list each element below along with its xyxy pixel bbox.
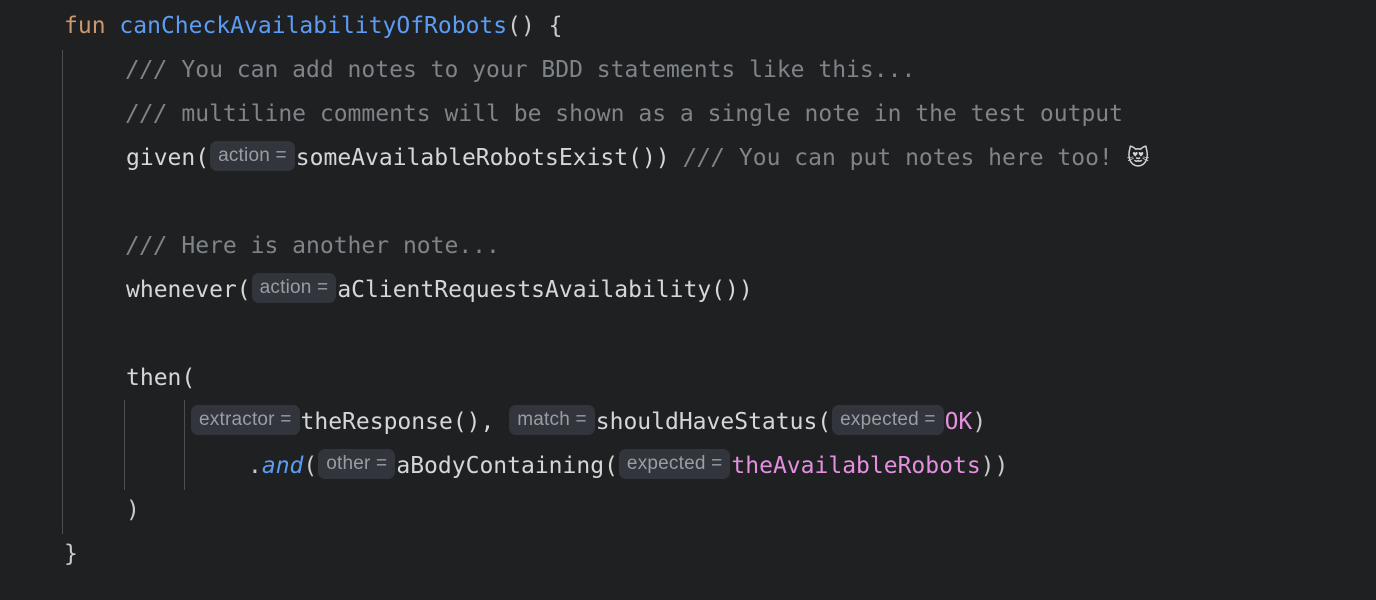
comment-text: Here is another note...: [167, 233, 500, 259]
code-line-6: /// Here is another note...: [0, 224, 1376, 268]
param-hint-action: action =: [251, 273, 337, 303]
code-line-8-blank: [0, 312, 1376, 356]
param-hint-match: match =: [509, 405, 595, 435]
function-name: canCheckAvailabilityOfRobots: [119, 13, 508, 39]
whenever-argument: aClientRequestsAvailability()): [337, 277, 753, 303]
comment-marker: ///: [683, 145, 726, 171]
indent-guide-level-1: [62, 50, 63, 534]
space: [670, 145, 684, 171]
closing-paren: ): [972, 409, 987, 435]
cat-heart-eyes-emoji: 😻: [1126, 146, 1150, 171]
indent-guide-level-3: [184, 400, 185, 490]
function-signature-tail: () {: [507, 13, 563, 39]
code-line-5-blank: [0, 180, 1376, 224]
param-hint-expected: expected =: [832, 405, 944, 435]
dot-operator: .: [248, 453, 262, 479]
code-line-1: fun canCheckAvailabilityOfRobots() {: [0, 4, 1376, 48]
indent-guide-level-2: [124, 400, 125, 490]
code-line-3: /// multiline comments will be shown as …: [0, 92, 1376, 136]
closing-parens: )): [980, 453, 1009, 479]
other-argument: aBodyContaining(: [396, 453, 618, 479]
code-line-12: ): [0, 488, 1376, 532]
given-argument: someAvailableRobotsExist()): [295, 145, 670, 171]
enum-value-ok: OK: [944, 409, 973, 435]
space: [494, 409, 508, 435]
keyword-fun: fun: [64, 13, 106, 39]
param-hint-action: action =: [210, 141, 295, 171]
code-line-10: extractor =theResponse(), match =shouldH…: [0, 400, 1376, 444]
comment-marker: ///: [126, 57, 168, 83]
function-closing-brace: }: [64, 541, 78, 567]
code-line-11: .and(other =aBodyContaining(expected =th…: [0, 444, 1376, 488]
comment-text: You can add notes to your BDD statements…: [167, 57, 916, 83]
then-call: then(: [126, 365, 196, 391]
comment-text: multiline comments will be shown as a si…: [167, 101, 1124, 127]
param-hint-extractor: extractor =: [191, 405, 300, 435]
comment-marker: ///: [126, 101, 168, 127]
code-line-13: }: [0, 532, 1376, 576]
space: [106, 13, 120, 39]
whenever-call: whenever(: [126, 277, 251, 303]
match-argument: shouldHaveStatus(: [595, 409, 832, 435]
open-paren: (: [303, 453, 318, 479]
code-line-2: /// You can add notes to your BDD statem…: [0, 48, 1376, 92]
code-line-4: given(action =someAvailableRobotsExist()…: [0, 136, 1376, 180]
code-line-7: whenever(action =aClientRequestsAvailabi…: [0, 268, 1376, 312]
comment-text: You can put notes here too!: [725, 145, 1127, 171]
param-hint-other: other =: [318, 449, 396, 479]
extension-function-and: and: [261, 453, 304, 479]
given-call: given(: [126, 145, 210, 171]
extractor-argument: theResponse(),: [300, 409, 495, 435]
property-the-available-robots: theAvailableRobots: [731, 453, 981, 479]
param-hint-expected: expected =: [618, 449, 731, 479]
comment-marker: ///: [126, 233, 168, 259]
then-closing-paren: ): [126, 497, 140, 523]
code-content: fun canCheckAvailabilityOfRobots() { ///…: [0, 4, 1376, 576]
code-line-9: then(: [0, 356, 1376, 400]
